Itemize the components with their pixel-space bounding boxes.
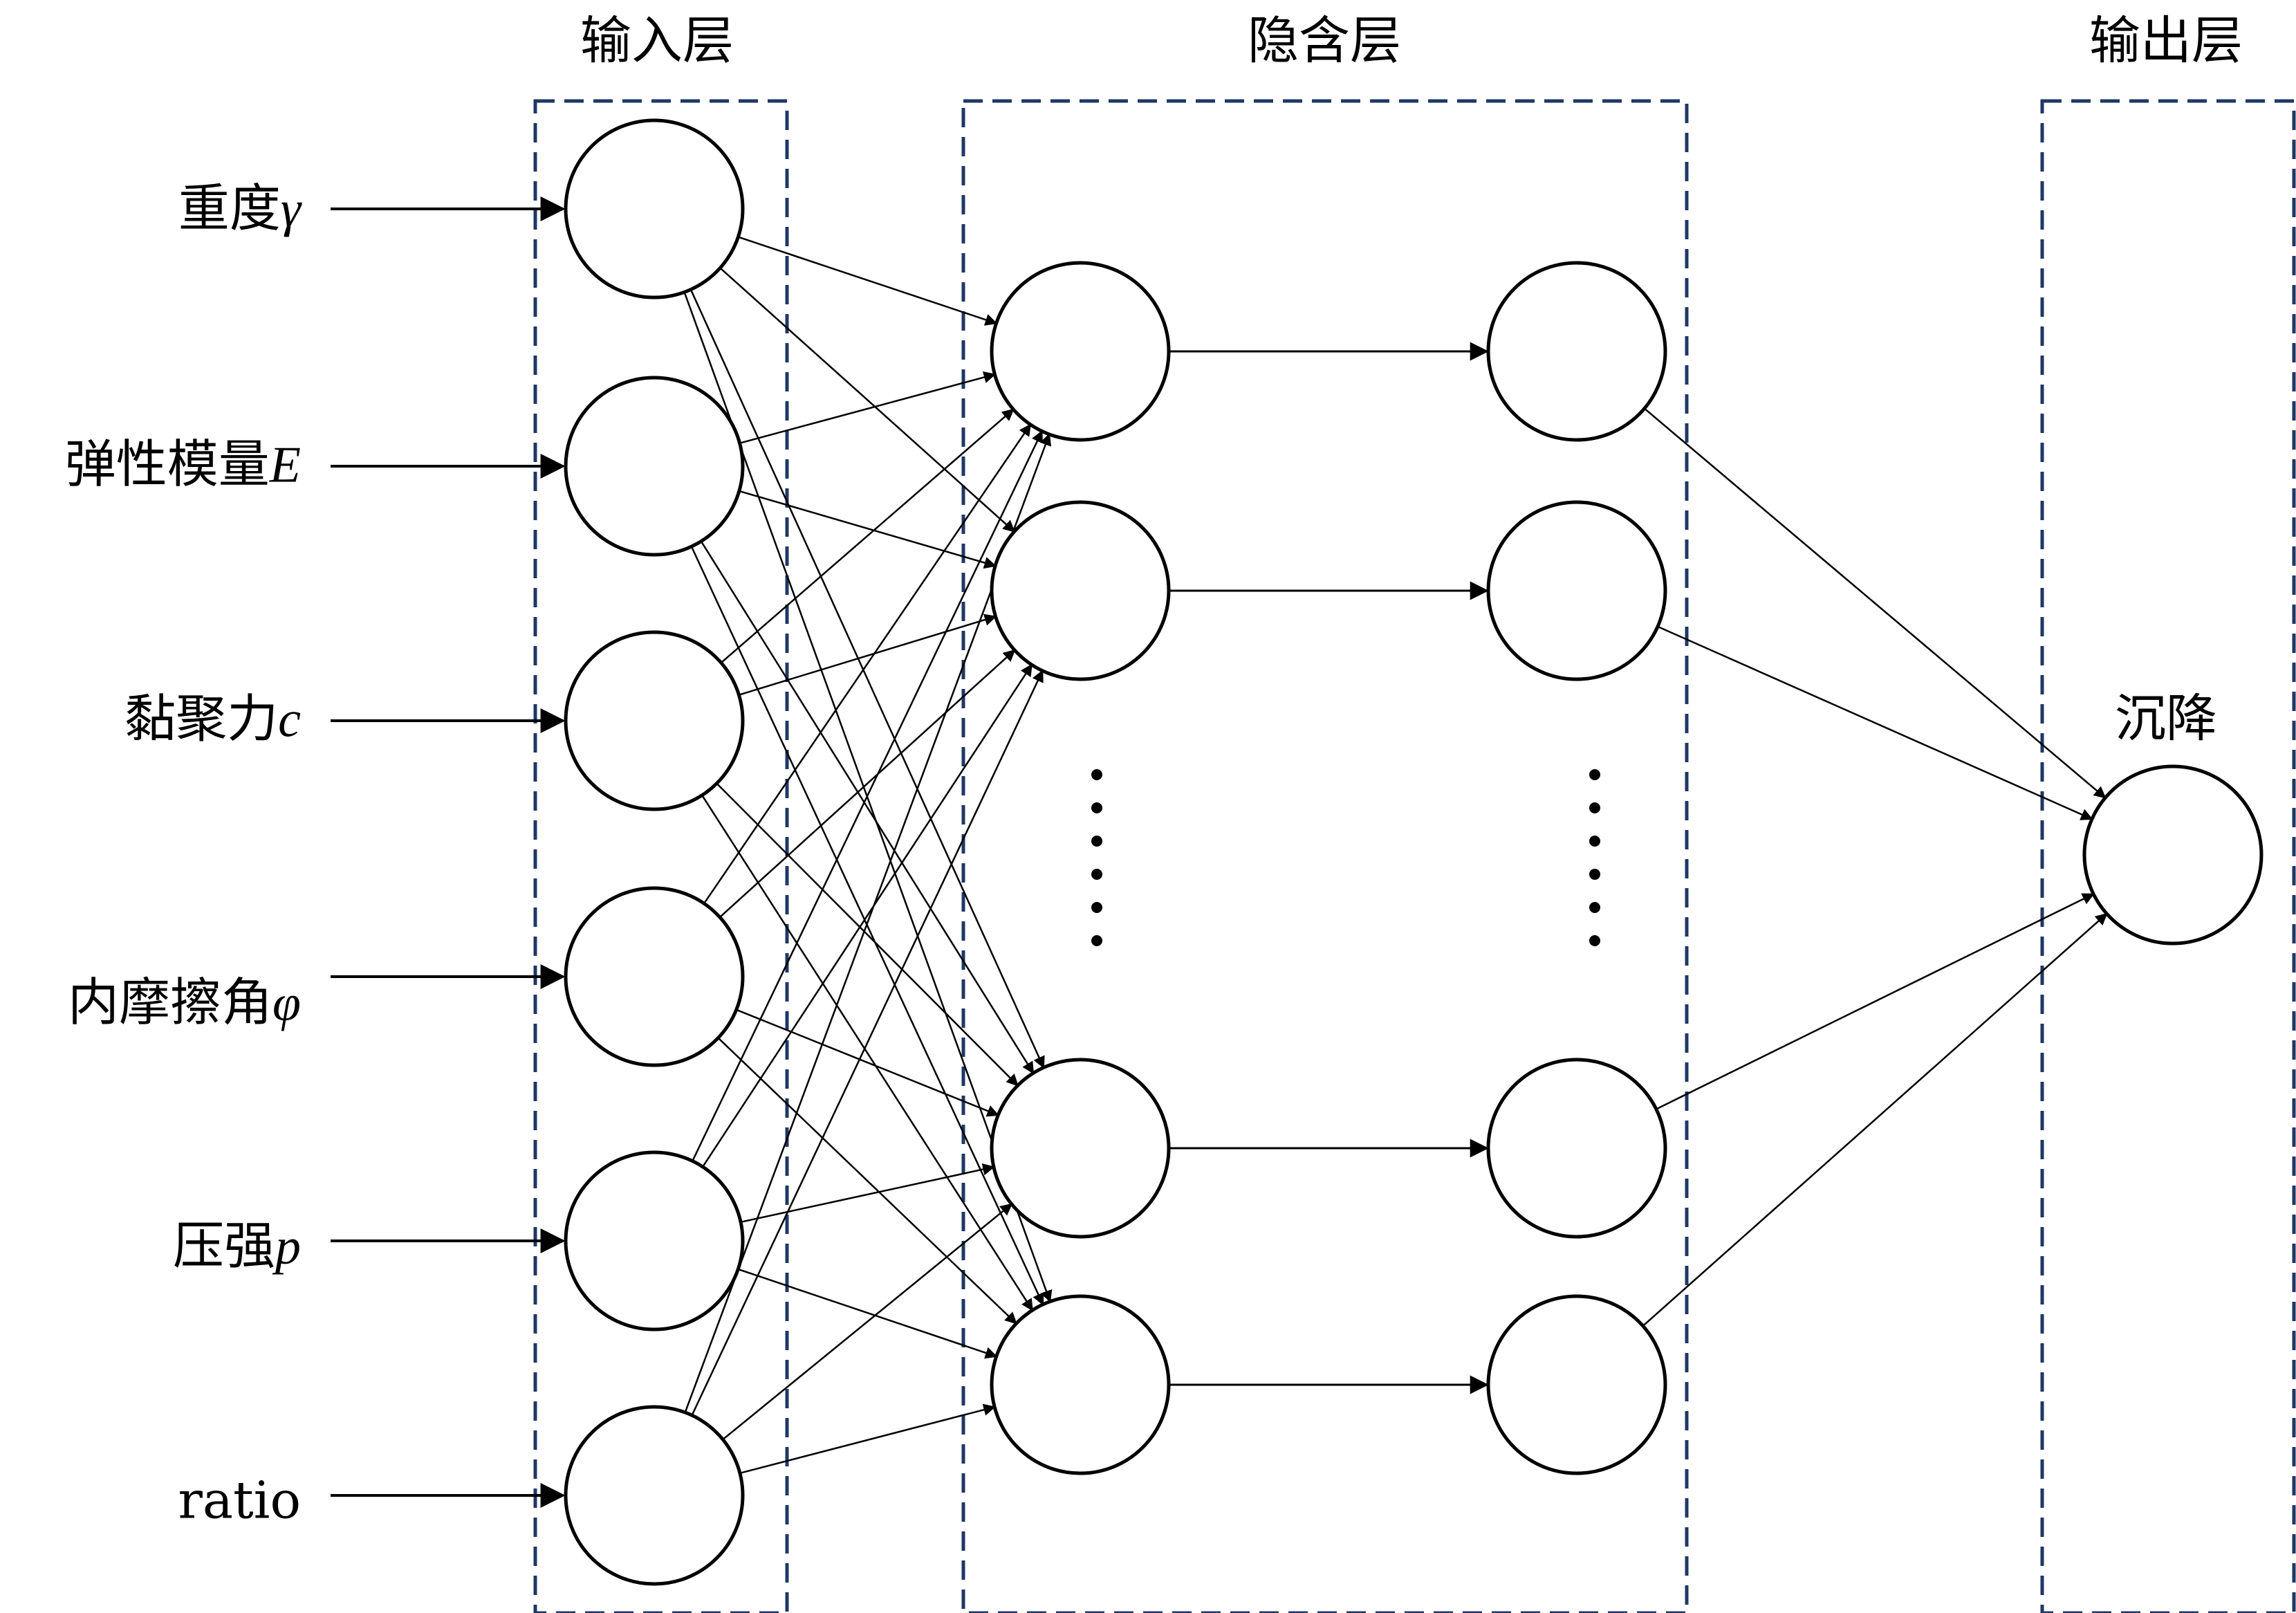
edge-input5-hidden1-3	[739, 1403, 996, 1475]
ellipsis-dot-1-4	[1589, 902, 1600, 913]
hidden1-node-0	[990, 261, 1171, 442]
edge-input2-hidden1-2	[716, 782, 1019, 1087]
output-node	[2082, 764, 2263, 946]
edge-hidden2-0-output	[1643, 407, 2107, 799]
edge-input2-hidden1-1	[739, 614, 997, 696]
ellipsis-dot-1-0	[1589, 769, 1600, 780]
hidden2-node-3	[1486, 1294, 1667, 1475]
input-node-5	[564, 1405, 745, 1586]
edge-input3-hidden1-2	[736, 1008, 999, 1117]
edge-input4-hidden1-1	[702, 663, 1033, 1168]
input-label-unit-weight: 重度γ	[178, 178, 301, 239]
edge-input4-hidden1-0	[692, 430, 1043, 1162]
input-arrows	[331, 196, 566, 1508]
edge-input2-hidden1-0	[720, 408, 1015, 664]
input-label-ratio: ratio	[178, 1471, 301, 1531]
ellipsis-dot-1-2	[1589, 836, 1600, 847]
input-node-3	[564, 886, 745, 1067]
edge-input3-hidden1-3	[717, 1037, 1017, 1325]
edge-input0-hidden1-0	[737, 236, 998, 326]
output-label-settlement: 沉降	[2115, 689, 2217, 748]
input-node-2	[564, 630, 745, 811]
edge-input0-hidden1-1	[719, 267, 1015, 533]
ellipsis-dot-1-3	[1589, 869, 1600, 880]
edge-input1-hidden1-2	[700, 540, 1035, 1074]
hidden-ellipsis-dots	[1091, 769, 1600, 946]
edge-input1-hidden1-0	[739, 371, 997, 444]
edge-hidden2-1-output	[1657, 625, 2093, 820]
input-label-pressure: 压强p	[173, 1216, 301, 1276]
hidden-layer-box	[961, 99, 1689, 1613]
output-layer-title: 输出层	[2089, 11, 2243, 71]
hidden-layer-title: 隐含层	[1248, 11, 1401, 71]
connection-lines	[683, 236, 2108, 1475]
edge-hidden2-2-output	[1656, 893, 2095, 1110]
input-node-0	[564, 118, 745, 299]
input-node-4	[564, 1150, 745, 1331]
neuron-nodes	[564, 118, 2263, 1586]
input-label-cohesion: 黏聚力c	[124, 689, 301, 749]
edge-input3-hidden1-0	[703, 423, 1031, 904]
input-layer-title: 输入层	[580, 11, 734, 71]
edge-input4-hidden1-2	[740, 1163, 995, 1224]
ellipsis-dot-0-3	[1091, 869, 1102, 880]
output-layer-box	[2040, 99, 2296, 1613]
input-label-elastic-modulus: 弹性模量E	[64, 434, 301, 495]
ellipsis-dot-0-2	[1091, 836, 1102, 847]
input-label-friction-angle: 内摩擦角φ	[68, 973, 301, 1033]
edge-input1-hidden1-1	[739, 490, 997, 569]
hidden1-node-3	[990, 1294, 1171, 1475]
edge-input5-hidden1-2	[722, 1203, 1013, 1441]
ellipsis-dot-0-5	[1091, 935, 1102, 946]
edge-input5-hidden1-0	[684, 433, 1052, 1413]
ellipsis-dot-0-4	[1091, 902, 1102, 913]
edge-input0-hidden1-2	[689, 289, 1045, 1069]
edge-input5-hidden1-1	[691, 670, 1044, 1416]
edge-hidden2-3-output	[1642, 912, 2108, 1327]
ellipsis-dot-1-5	[1589, 935, 1600, 946]
input-layer-box	[533, 99, 789, 1613]
hidden1-node-1	[990, 500, 1171, 681]
hidden1-node-2	[990, 1058, 1171, 1239]
ellipsis-dot-0-0	[1091, 769, 1102, 780]
hidden2-node-1	[1486, 500, 1667, 681]
edge-input4-hidden1-3	[737, 1268, 998, 1359]
edge-input3-hidden1-1	[719, 649, 1016, 918]
edge-input2-hidden1-3	[701, 795, 1033, 1311]
input-node-1	[564, 376, 745, 557]
ellipsis-dot-0-1	[1091, 802, 1102, 813]
hidden2-node-0	[1486, 261, 1667, 442]
hidden2-node-2	[1486, 1058, 1667, 1239]
ellipsis-dot-1-1	[1589, 802, 1600, 813]
